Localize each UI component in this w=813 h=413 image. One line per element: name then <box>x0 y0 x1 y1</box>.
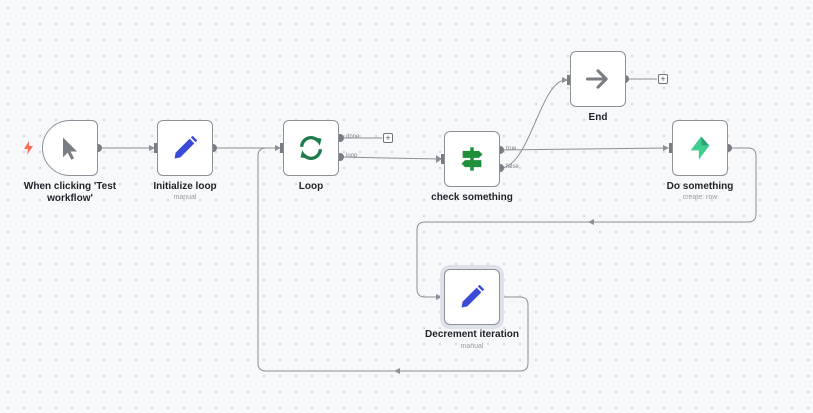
node-subtitle-decrement-iteration: manual <box>460 343 484 350</box>
node-end[interactable] <box>570 51 626 107</box>
node-label-decrement-iteration: Decrement iteration <box>425 329 519 340</box>
node-label-trigger: When clicking 'Test workflow' <box>23 181 117 204</box>
arrow-right-icon <box>585 69 608 89</box>
port-label-false: false <box>506 164 519 170</box>
connection-decrement-loop <box>257 147 529 372</box>
trigger-bolt-icon <box>24 141 33 155</box>
node-decrement-iteration[interactable] <box>444 269 500 325</box>
node-check-something[interactable] <box>444 131 500 187</box>
node-subtitle-do-something: create: row <box>682 194 718 201</box>
supabase-bolt-icon <box>690 136 710 160</box>
add-node-after-end-button[interactable]: + <box>658 74 668 84</box>
node-do-something[interactable] <box>672 120 728 176</box>
connection-do-decrement <box>416 147 757 298</box>
signpost-icon <box>461 147 483 171</box>
node-label-initialize-loop: Initialize loop <box>153 181 217 192</box>
port-label-done: done <box>346 134 360 140</box>
node-label-end: End <box>588 112 608 123</box>
port-label-loop: loop <box>346 153 358 159</box>
cursor-icon <box>63 137 77 160</box>
add-node-after-done-button[interactable]: + <box>383 133 393 143</box>
loop-arrows-icon <box>300 136 322 160</box>
node-initialize-loop[interactable] <box>157 120 213 176</box>
node-label-loop: Loop <box>298 181 324 192</box>
pencil-icon <box>461 284 485 308</box>
node-label-check-something: check something <box>431 192 513 203</box>
node-manual-trigger[interactable] <box>42 120 98 176</box>
pencil-icon <box>174 135 198 159</box>
node-label-do-something: Do something <box>666 181 734 192</box>
connection-check-end <box>499 79 567 169</box>
connection-check-do <box>499 147 669 151</box>
connection-loop-check <box>339 156 441 160</box>
port-label-true: true <box>506 146 517 152</box>
node-subtitle-initialize-loop: manual <box>173 194 197 201</box>
node-loop[interactable] <box>283 120 339 176</box>
